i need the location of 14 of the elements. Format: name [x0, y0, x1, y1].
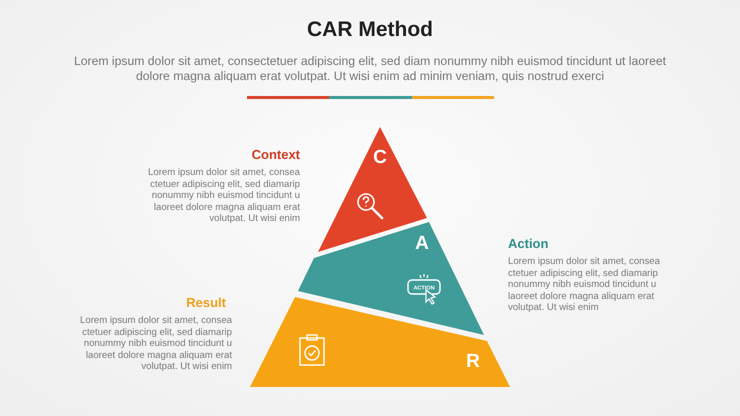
description-paragraph: Lorem ipsum dolor sit amet, consea ctetuer adipiscing elit, sed diamarip nonummy nibh euismod tincidunt u laoreet dolore magna aliquam erat volutpat. Ut wisi enim	[79, 315, 232, 373]
middle-pyramid-segment	[298, 222, 484, 335]
top-pyramid-segment	[318, 127, 427, 252]
title: CAR Method	[306, 18, 434, 42]
segment-heading: Result	[185, 295, 226, 310]
segment-heading: Action	[508, 236, 548, 251]
segment-letter: R	[465, 351, 481, 373]
subtitle-paragraph: Lorem ipsum dolor sit amet, consectetuer adipiscing elit, sed diam nonummy nibh euismod tincidunt ut laoreet dolore magna aliquam erat volutpat. Ut wisi enim ad minim veniam, quis nostrud exerci	[72, 54, 668, 84]
bottom-pyramid-segment	[250, 297, 510, 387]
segment-letter: A	[414, 233, 430, 255]
segment-letter: C	[372, 147, 388, 169]
description-paragraph: Lorem ipsum dolor sit amet, consea ctetuer adipiscing elit, sed diamarip nonummy nibh euismod tincidunt u laoreet dolore magna aliquam erat volutpat. Ut wisi enim	[147, 167, 300, 225]
description-paragraph: Lorem ipsum dolor sit amet, consea ctetuer adipiscing elit, sed diamarip nonummy nibh euismod tincidunt u laoreet dolore magna aliquam erat volutpat. Ut wisi enim	[508, 256, 661, 314]
segment-heading: Context	[250, 147, 300, 162]
